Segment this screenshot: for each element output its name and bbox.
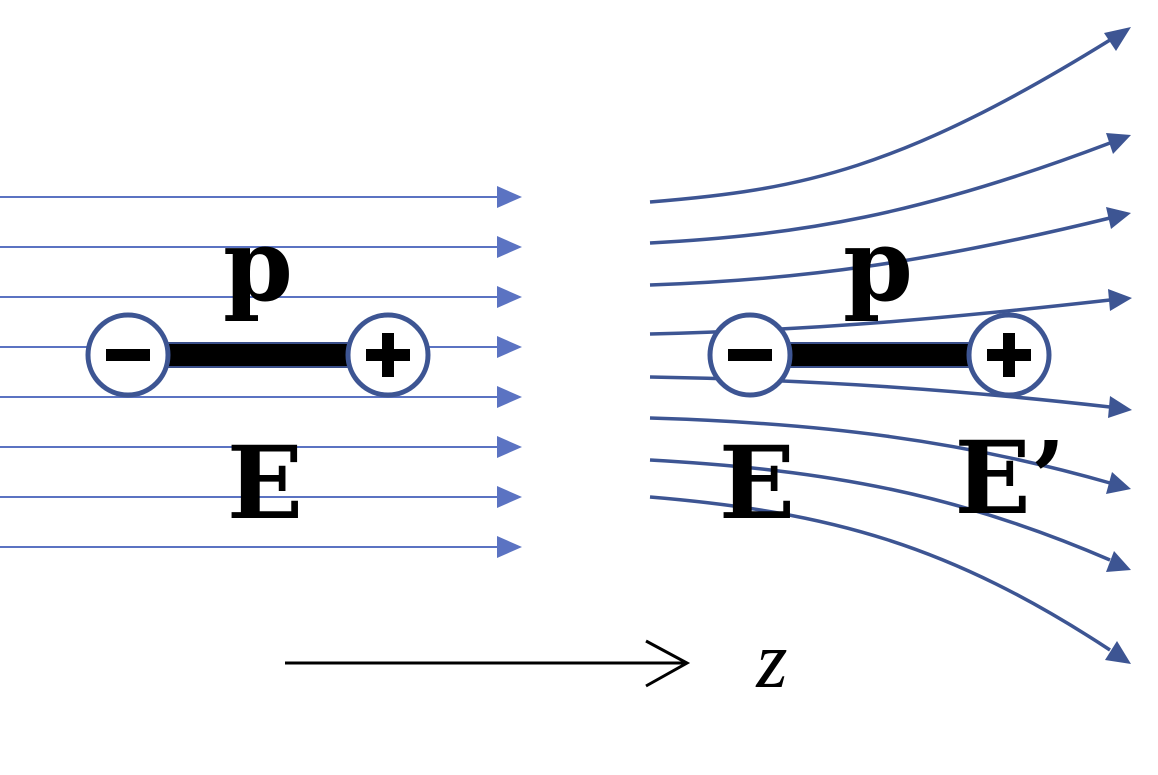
- z-axis: [285, 639, 691, 688]
- curved-field-line: [649, 495, 1131, 664]
- uniform-field-line: [0, 186, 522, 208]
- curved-field-line: [649, 27, 1131, 204]
- right-dipole: [707, 312, 1052, 398]
- z-axis-label: z: [755, 617, 787, 705]
- curved-field-line: [649, 458, 1131, 572]
- uniform-field-line: [0, 436, 522, 458]
- curved-field-line: [649, 416, 1131, 494]
- right-dipole-moment-label: p: [843, 206, 913, 324]
- curved-field-line: [649, 133, 1131, 245]
- uniform-field-line: [0, 536, 522, 558]
- uniform-field-line: [0, 286, 522, 308]
- left-field-label: E: [227, 424, 303, 542]
- left-dipole-moment-label: p: [223, 206, 293, 324]
- right-negative-charge: [707, 312, 793, 398]
- right-positive-charge: [966, 312, 1052, 398]
- curved-field-lines: [649, 27, 1132, 664]
- left-dipole-rod: [164, 342, 356, 368]
- minus-icon: [106, 349, 150, 361]
- plus-icon: [987, 333, 1031, 377]
- uniform-field-line: [0, 386, 522, 408]
- uniform-field-line: [0, 236, 522, 258]
- left-dipole: [85, 312, 431, 398]
- curved-field-line: [649, 207, 1131, 287]
- plus-icon: [366, 333, 410, 377]
- left-negative-charge: [85, 312, 171, 398]
- perturbed-field-label: E’: [954, 419, 1065, 537]
- left-positive-charge: [345, 312, 431, 398]
- right-field-label: E: [719, 424, 795, 542]
- uniform-field-line: [0, 486, 522, 508]
- uniform-field-lines: [0, 186, 522, 558]
- minus-icon: [728, 349, 772, 361]
- z-axis-arrowhead: [645, 639, 691, 688]
- right-dipole-rod: [784, 342, 976, 368]
